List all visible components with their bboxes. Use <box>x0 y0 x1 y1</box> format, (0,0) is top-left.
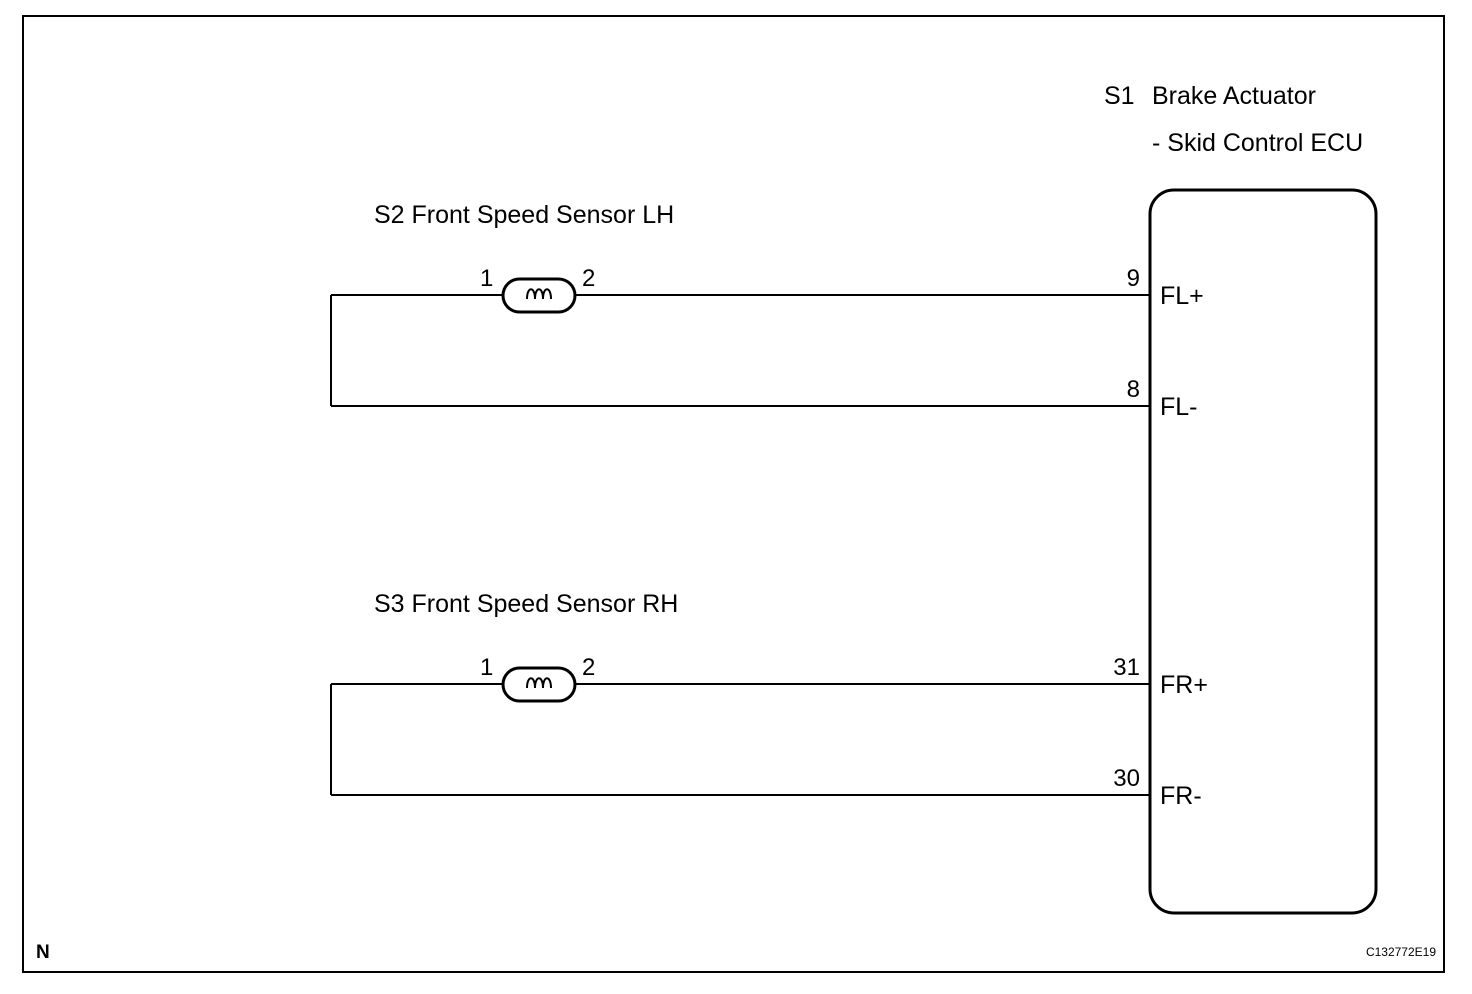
ecu-box <box>1148 188 1378 915</box>
sensor-lh-coil-icon <box>501 277 577 314</box>
figure-code: C132772E19 <box>1366 945 1436 959</box>
ecu-pin-number-fr-plus: 31 <box>1113 654 1140 681</box>
sensor-lh-pin-2: 2 <box>582 265 595 292</box>
ecu-name: Brake Actuator <box>1152 82 1316 110</box>
sensor-rh-group: S3 Front Speed Sensor RH 1 2 31 FR+ 30 F… <box>330 590 1208 810</box>
sensor-rh-pin-2: 2 <box>582 654 595 681</box>
ecu-code: S1 <box>1104 82 1135 110</box>
ecu-pin-number-fl-minus: 8 <box>1127 376 1140 403</box>
sensor-lh-pin-1: 1 <box>480 265 493 292</box>
sensor-lh-label: S2 Front Speed Sensor LH <box>374 201 674 229</box>
ecu-pin-signal-fr-plus: FR+ <box>1160 671 1208 699</box>
ecu-subtitle: - Skid Control ECU <box>1152 129 1363 157</box>
ecu-pin-signal-fl-plus: FL+ <box>1160 282 1204 310</box>
ecu-pin-number-fl-plus: 9 <box>1127 265 1140 292</box>
ecu-pin-signal-fr-minus: FR- <box>1160 782 1202 810</box>
sensor-rh-label: S3 Front Speed Sensor RH <box>374 590 678 618</box>
ecu-pin-signal-fl-minus: FL- <box>1160 393 1198 421</box>
sensor-lh-group: S2 Front Speed Sensor LH 1 2 9 FL+ 8 FL- <box>330 201 1204 421</box>
sensor-rh-pin-1: 1 <box>480 654 493 681</box>
footer-mark: N <box>36 942 50 963</box>
ecu-pin-number-fr-minus: 30 <box>1113 765 1140 792</box>
sensor-rh-coil-icon <box>501 666 577 703</box>
diagram-frame <box>22 15 1445 973</box>
